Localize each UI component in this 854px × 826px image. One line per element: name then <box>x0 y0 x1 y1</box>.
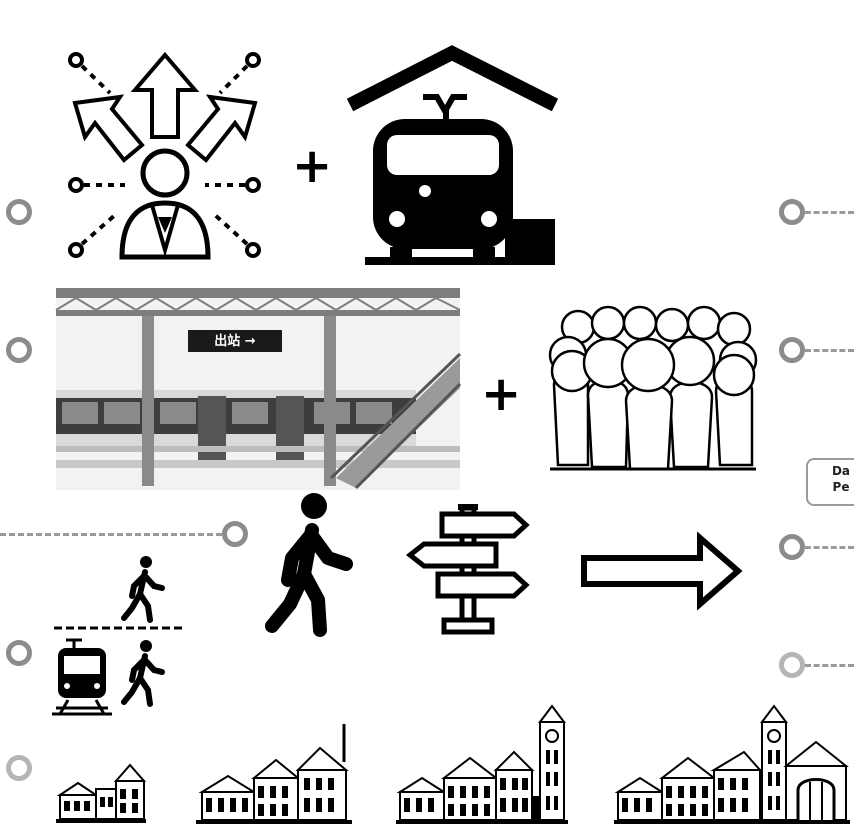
timeline-node-right-3 <box>779 534 805 560</box>
right-arrow-icon <box>578 530 746 612</box>
station-building-small-icon <box>56 755 147 823</box>
train-station-icon <box>345 45 560 270</box>
timeline-dash-right-3 <box>805 546 854 549</box>
station-building-medium-icon <box>196 722 352 824</box>
timeline-dash-mid <box>0 533 222 536</box>
platform-exit-sign: 出站 → <box>214 334 256 349</box>
decision-person-icon <box>60 45 270 265</box>
plus-operator-1: + <box>292 138 333 194</box>
train-and-walkers-icon <box>52 552 192 720</box>
timeline-node-right-1 <box>779 199 805 225</box>
timeline-node-left-1 <box>6 199 32 225</box>
side-label-line-1: Da <box>831 464 851 478</box>
timeline-dash-right-4 <box>805 664 854 667</box>
timeline-node-right-2 <box>779 337 805 363</box>
timeline-node-right-4 <box>779 652 805 678</box>
plus-operator-2: + <box>481 366 522 422</box>
timeline-node-left-4 <box>6 755 32 781</box>
station-building-xlarge-icon <box>614 700 850 824</box>
timeline-node-left-2 <box>6 337 32 363</box>
crowd-icon <box>548 305 758 475</box>
timeline-dash-right-1 <box>805 211 854 214</box>
walking-person-icon <box>262 492 362 637</box>
platform-illustration: 出站 → <box>55 288 462 490</box>
signpost-icon <box>404 500 532 640</box>
timeline-dash-right-2 <box>805 349 854 352</box>
side-label-line-2: Pe <box>832 480 850 494</box>
timeline-node-left-3 <box>6 640 32 666</box>
side-label-box: Da Pe <box>806 458 854 506</box>
timeline-node-mid <box>222 521 248 547</box>
station-building-large-icon <box>396 700 568 824</box>
